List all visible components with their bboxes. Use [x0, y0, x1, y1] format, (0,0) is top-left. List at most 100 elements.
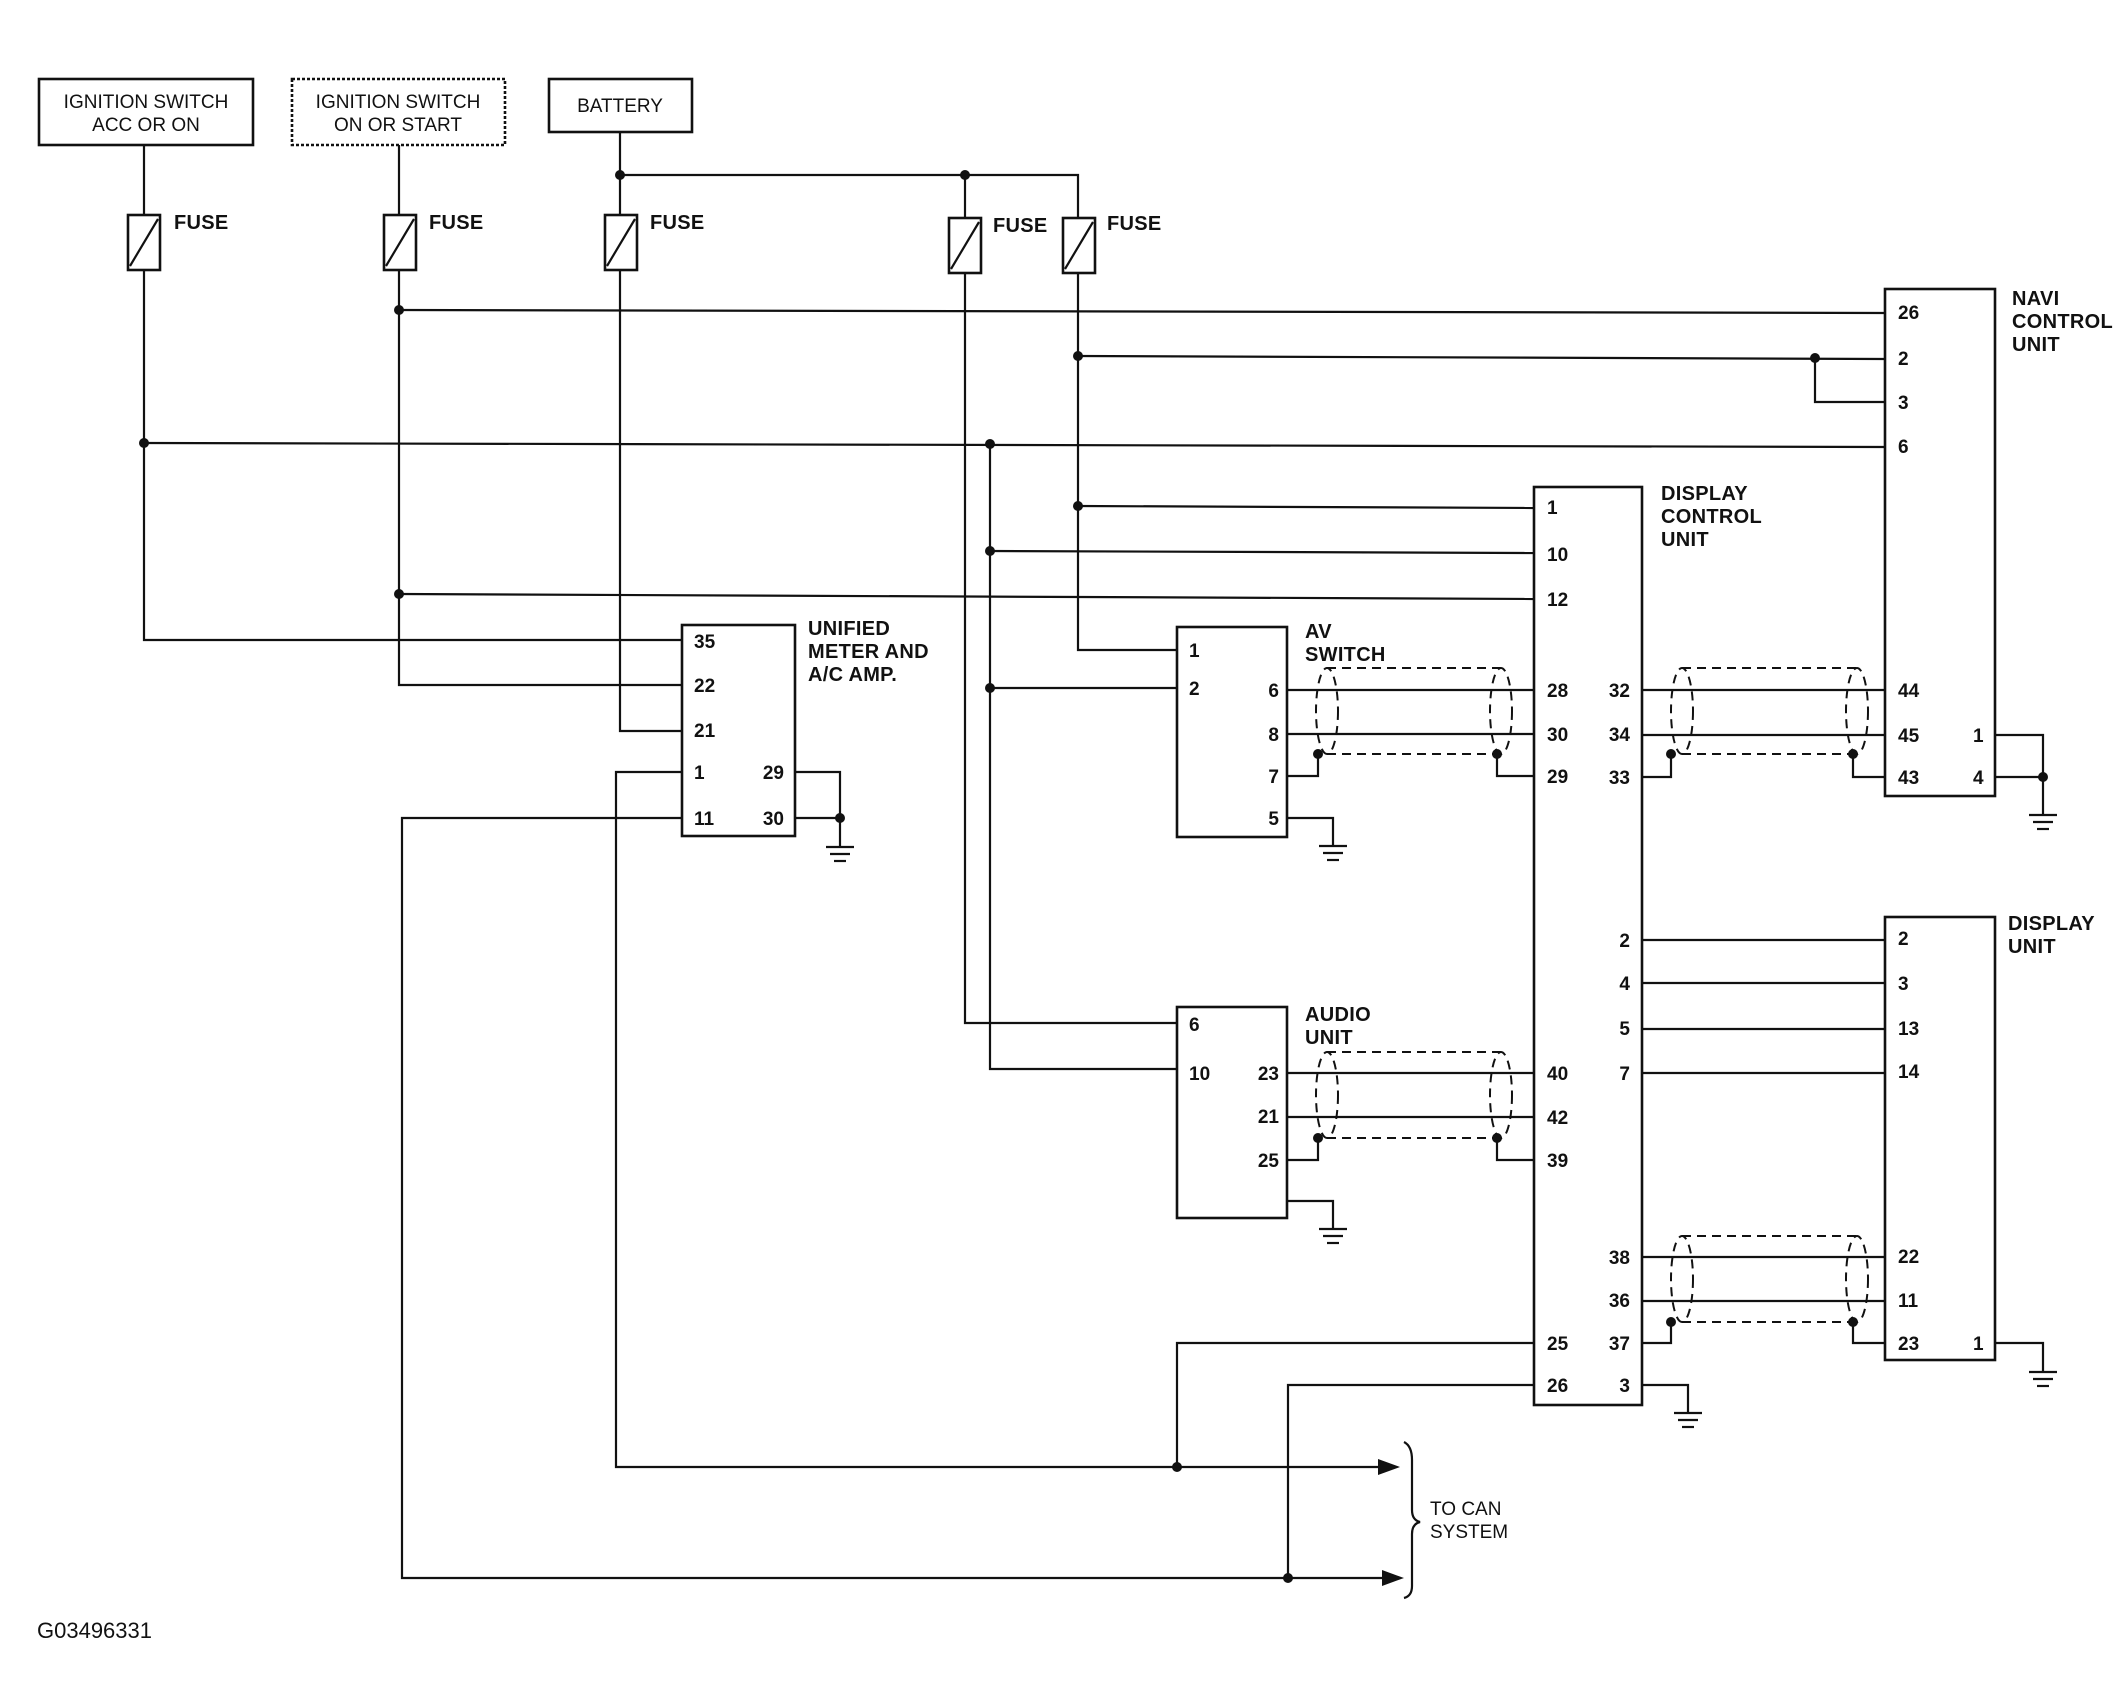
display-pin-23: 23 [1898, 1334, 1919, 1355]
dcu-pin-30: 30 [1547, 725, 1568, 746]
av-switch-unit: AV SWITCH 1 2 6 8 7 5 [1175, 621, 1386, 839]
av-pins: 1 2 6 8 7 5 [1189, 641, 1279, 830]
dcu-pin-33: 33 [1609, 768, 1630, 789]
dcu-pin-1: 1 [1547, 498, 1558, 519]
av-pin-8: 8 [1268, 725, 1279, 746]
ground-audio [1319, 1227, 1347, 1245]
can-label-line1: TO CAN [1430, 1499, 1501, 1520]
av-pin-6: 6 [1268, 681, 1279, 702]
meter-pin-1: 1 [694, 763, 705, 784]
navi-pin-1: 1 [1973, 726, 1984, 747]
navi-label-line3: UNIT [2012, 334, 2060, 356]
dcu-right-pins: 32 34 33 2 4 5 7 38 36 37 3 [1609, 681, 1631, 1397]
av-label-line2: SWITCH [1305, 644, 1386, 666]
meter-pin-30: 30 [763, 809, 784, 830]
av-pin-7: 7 [1268, 767, 1279, 788]
dcu-pin-42: 42 [1547, 1108, 1568, 1129]
ignition-start-line1: IGNITION SWITCH [316, 92, 481, 113]
battery-box: BATTERY [547, 77, 694, 134]
display-label-line2: UNIT [2008, 936, 2056, 958]
can-label-line2: SYSTEM [1430, 1522, 1508, 1543]
dcu-pin-28: 28 [1547, 681, 1568, 702]
display-pin-22: 22 [1898, 1247, 1919, 1268]
meter-pin-11: 11 [694, 809, 715, 830]
display-pin-1: 1 [1973, 1334, 1984, 1355]
display-pin-2: 2 [1898, 929, 1909, 950]
navi-pin-45: 45 [1898, 726, 1920, 747]
navi-pin-43: 43 [1898, 768, 1919, 789]
navi-pins: 26 2 3 6 44 45 43 1 4 [1898, 303, 1984, 789]
meter-pin-29: 29 [763, 763, 784, 784]
display-pins: 2 3 13 14 22 11 23 1 [1898, 929, 1984, 1355]
dcu-pin-25: 25 [1547, 1334, 1569, 1355]
dcu-pin-29: 29 [1547, 767, 1568, 788]
meter-pins: 35 22 21 1 11 29 30 [694, 632, 784, 830]
dcu-pin-7: 7 [1619, 1064, 1630, 1085]
dcu-pin-40: 40 [1547, 1064, 1568, 1085]
display-pin-13: 13 [1898, 1019, 1919, 1040]
fuse-5-label: FUSE [1107, 213, 1162, 235]
fuse-1: FUSE [126, 212, 229, 272]
ground-navi [2029, 813, 2057, 831]
ignition-acc-box: IGNITION SWITCH ACC OR ON [37, 77, 255, 147]
display-unit: DISPLAY UNIT 2 3 13 14 22 11 23 1 [1883, 913, 2095, 1362]
display-label-line1: DISPLAY [2008, 913, 2095, 935]
dcu-pin-2: 2 [1619, 931, 1630, 952]
dcu-pin-26: 26 [1547, 1376, 1568, 1397]
navi-pin-26: 26 [1898, 303, 1919, 324]
navi-pin-2: 2 [1898, 349, 1909, 370]
audio-pins: 6 10 23 21 25 [1189, 1015, 1279, 1172]
ignition-acc-line1: IGNITION SWITCH [64, 92, 229, 113]
ignition-start-line2: ON OR START [334, 115, 462, 136]
dcu-label-line2: CONTROL [1661, 506, 1762, 528]
battery-label: BATTERY [577, 96, 663, 117]
fuse-5: FUSE [1061, 213, 1162, 275]
av-pin-1: 1 [1189, 641, 1200, 662]
dcu-pin-36: 36 [1609, 1291, 1630, 1312]
audio-label-line2: UNIT [1305, 1027, 1353, 1049]
navi-label-line1: NAVI [2012, 288, 2060, 310]
unified-meter-unit: UNIFIED METER AND A/C AMP. 35 22 21 1 11… [680, 618, 929, 838]
dcu-pin-39: 39 [1547, 1151, 1568, 1172]
meter-pin-21: 21 [694, 721, 716, 742]
ignition-acc-line2: ACC OR ON [92, 115, 200, 136]
fuse-4-label: FUSE [993, 215, 1048, 237]
fuse-3-label: FUSE [650, 212, 705, 234]
dcu-label-line3: UNIT [1661, 529, 1709, 551]
ground-display [2029, 1370, 2057, 1388]
can-system-connection: TO CAN SYSTEM [1378, 1441, 1508, 1600]
display-pin-3: 3 [1898, 974, 1909, 995]
audio-pin-10: 10 [1189, 1064, 1210, 1085]
av-label-line1: AV [1305, 621, 1332, 643]
meter-label-line3: A/C AMP. [808, 664, 897, 686]
junction-dots [139, 170, 2048, 1583]
dcu-pin-4: 4 [1619, 974, 1630, 995]
audio-pin-6: 6 [1189, 1015, 1200, 1036]
av-pin-5: 5 [1268, 809, 1279, 830]
dcu-pin-34: 34 [1609, 725, 1631, 746]
dcu-pin-32: 32 [1609, 681, 1630, 702]
display-pin-11: 11 [1898, 1291, 1919, 1312]
fuse-3: FUSE [603, 212, 705, 272]
fuse-4: FUSE [947, 215, 1048, 275]
display-pin-14: 14 [1898, 1062, 1920, 1083]
meter-label-line2: METER AND [808, 641, 929, 663]
dcu-label-line1: DISPLAY [1661, 483, 1748, 505]
dcu-pin-38: 38 [1609, 1248, 1630, 1269]
audio-label-line1: AUDIO [1305, 1004, 1371, 1026]
dcu-pin-10: 10 [1547, 545, 1568, 566]
ignition-start-box: IGNITION SWITCH ON OR START [290, 77, 507, 147]
fuse-1-label: FUSE [174, 212, 229, 234]
dcu-left-pins: 1 10 12 28 30 29 40 42 39 25 26 [1547, 498, 1569, 1397]
wires [142, 132, 2045, 1580]
ground-meter [826, 818, 854, 863]
dcu-pin-37: 37 [1609, 1334, 1630, 1355]
display-control-unit: DISPLAY CONTROL UNIT 1 10 12 28 30 29 40… [1532, 483, 1762, 1407]
ground-av-switch [1319, 844, 1347, 862]
navi-label-line2: CONTROL [2012, 311, 2113, 333]
av-pin-2: 2 [1189, 679, 1200, 700]
figure-id: G03496331 [37, 1618, 152, 1643]
navi-pin-4: 4 [1973, 768, 1984, 789]
audio-pin-21: 21 [1258, 1107, 1280, 1128]
